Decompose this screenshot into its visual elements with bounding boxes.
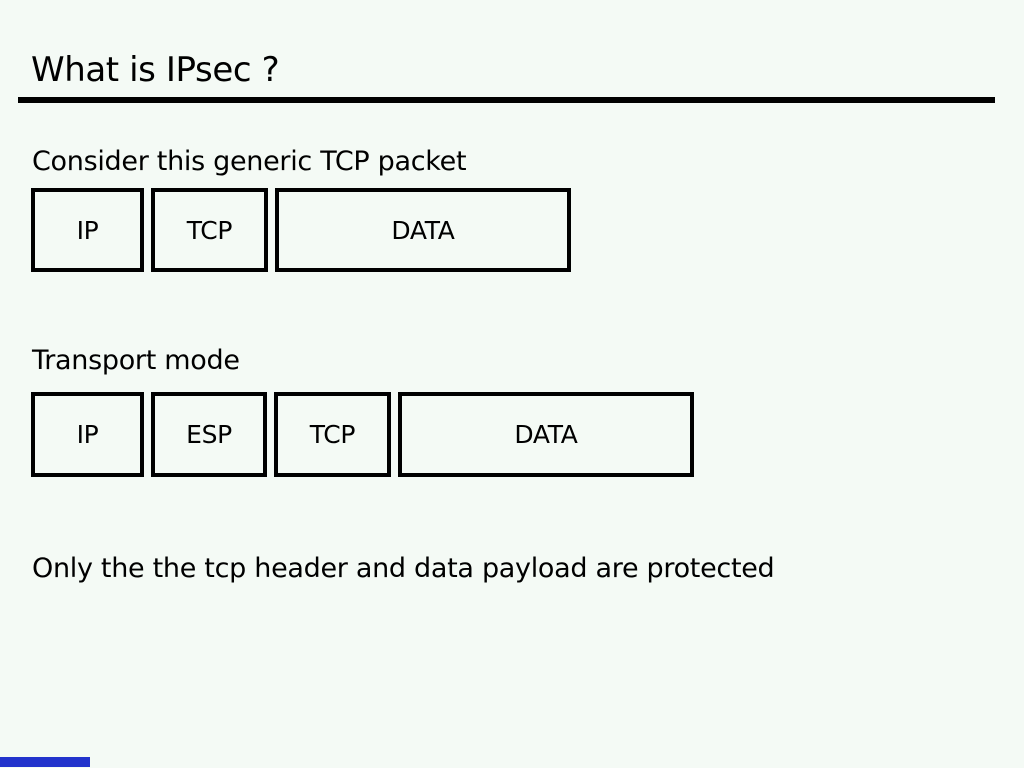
packet-segment-label: IP (76, 215, 99, 245)
packet-segment-label: TCP (186, 215, 233, 245)
packet-segment-tcp: TCP (151, 188, 268, 272)
packet-segment-label: DATA (514, 420, 578, 449)
packet-segment-esp: ESP (151, 392, 267, 477)
packet-segment-ip: IP (31, 188, 144, 272)
packet-segment-label: ESP (186, 420, 232, 449)
packet-segment-tcp: TCP (274, 392, 391, 477)
packet-segment-label: DATA (391, 215, 455, 245)
progress-bar (0, 757, 90, 767)
packet-segment-data: DATA (398, 392, 694, 477)
packet-segment-ip: IP (31, 392, 144, 477)
packet-segment-label: IP (76, 420, 99, 449)
section-heading-transport-mode: Transport mode (32, 345, 240, 376)
slide-title: What is IPsec ? (31, 50, 280, 90)
packet-segment-data: DATA (275, 188, 571, 272)
title-underline-rule (18, 97, 995, 103)
packet-diagram-transport-mode: IP ESP TCP DATA (31, 392, 694, 477)
packet-segment-label: TCP (309, 420, 356, 449)
section-heading-generic-packet: Consider this generic TCP packet (32, 146, 467, 177)
packet-diagram-generic-tcp: IP TCP DATA (31, 188, 571, 272)
protection-note: Only the the tcp header and data payload… (32, 553, 775, 584)
